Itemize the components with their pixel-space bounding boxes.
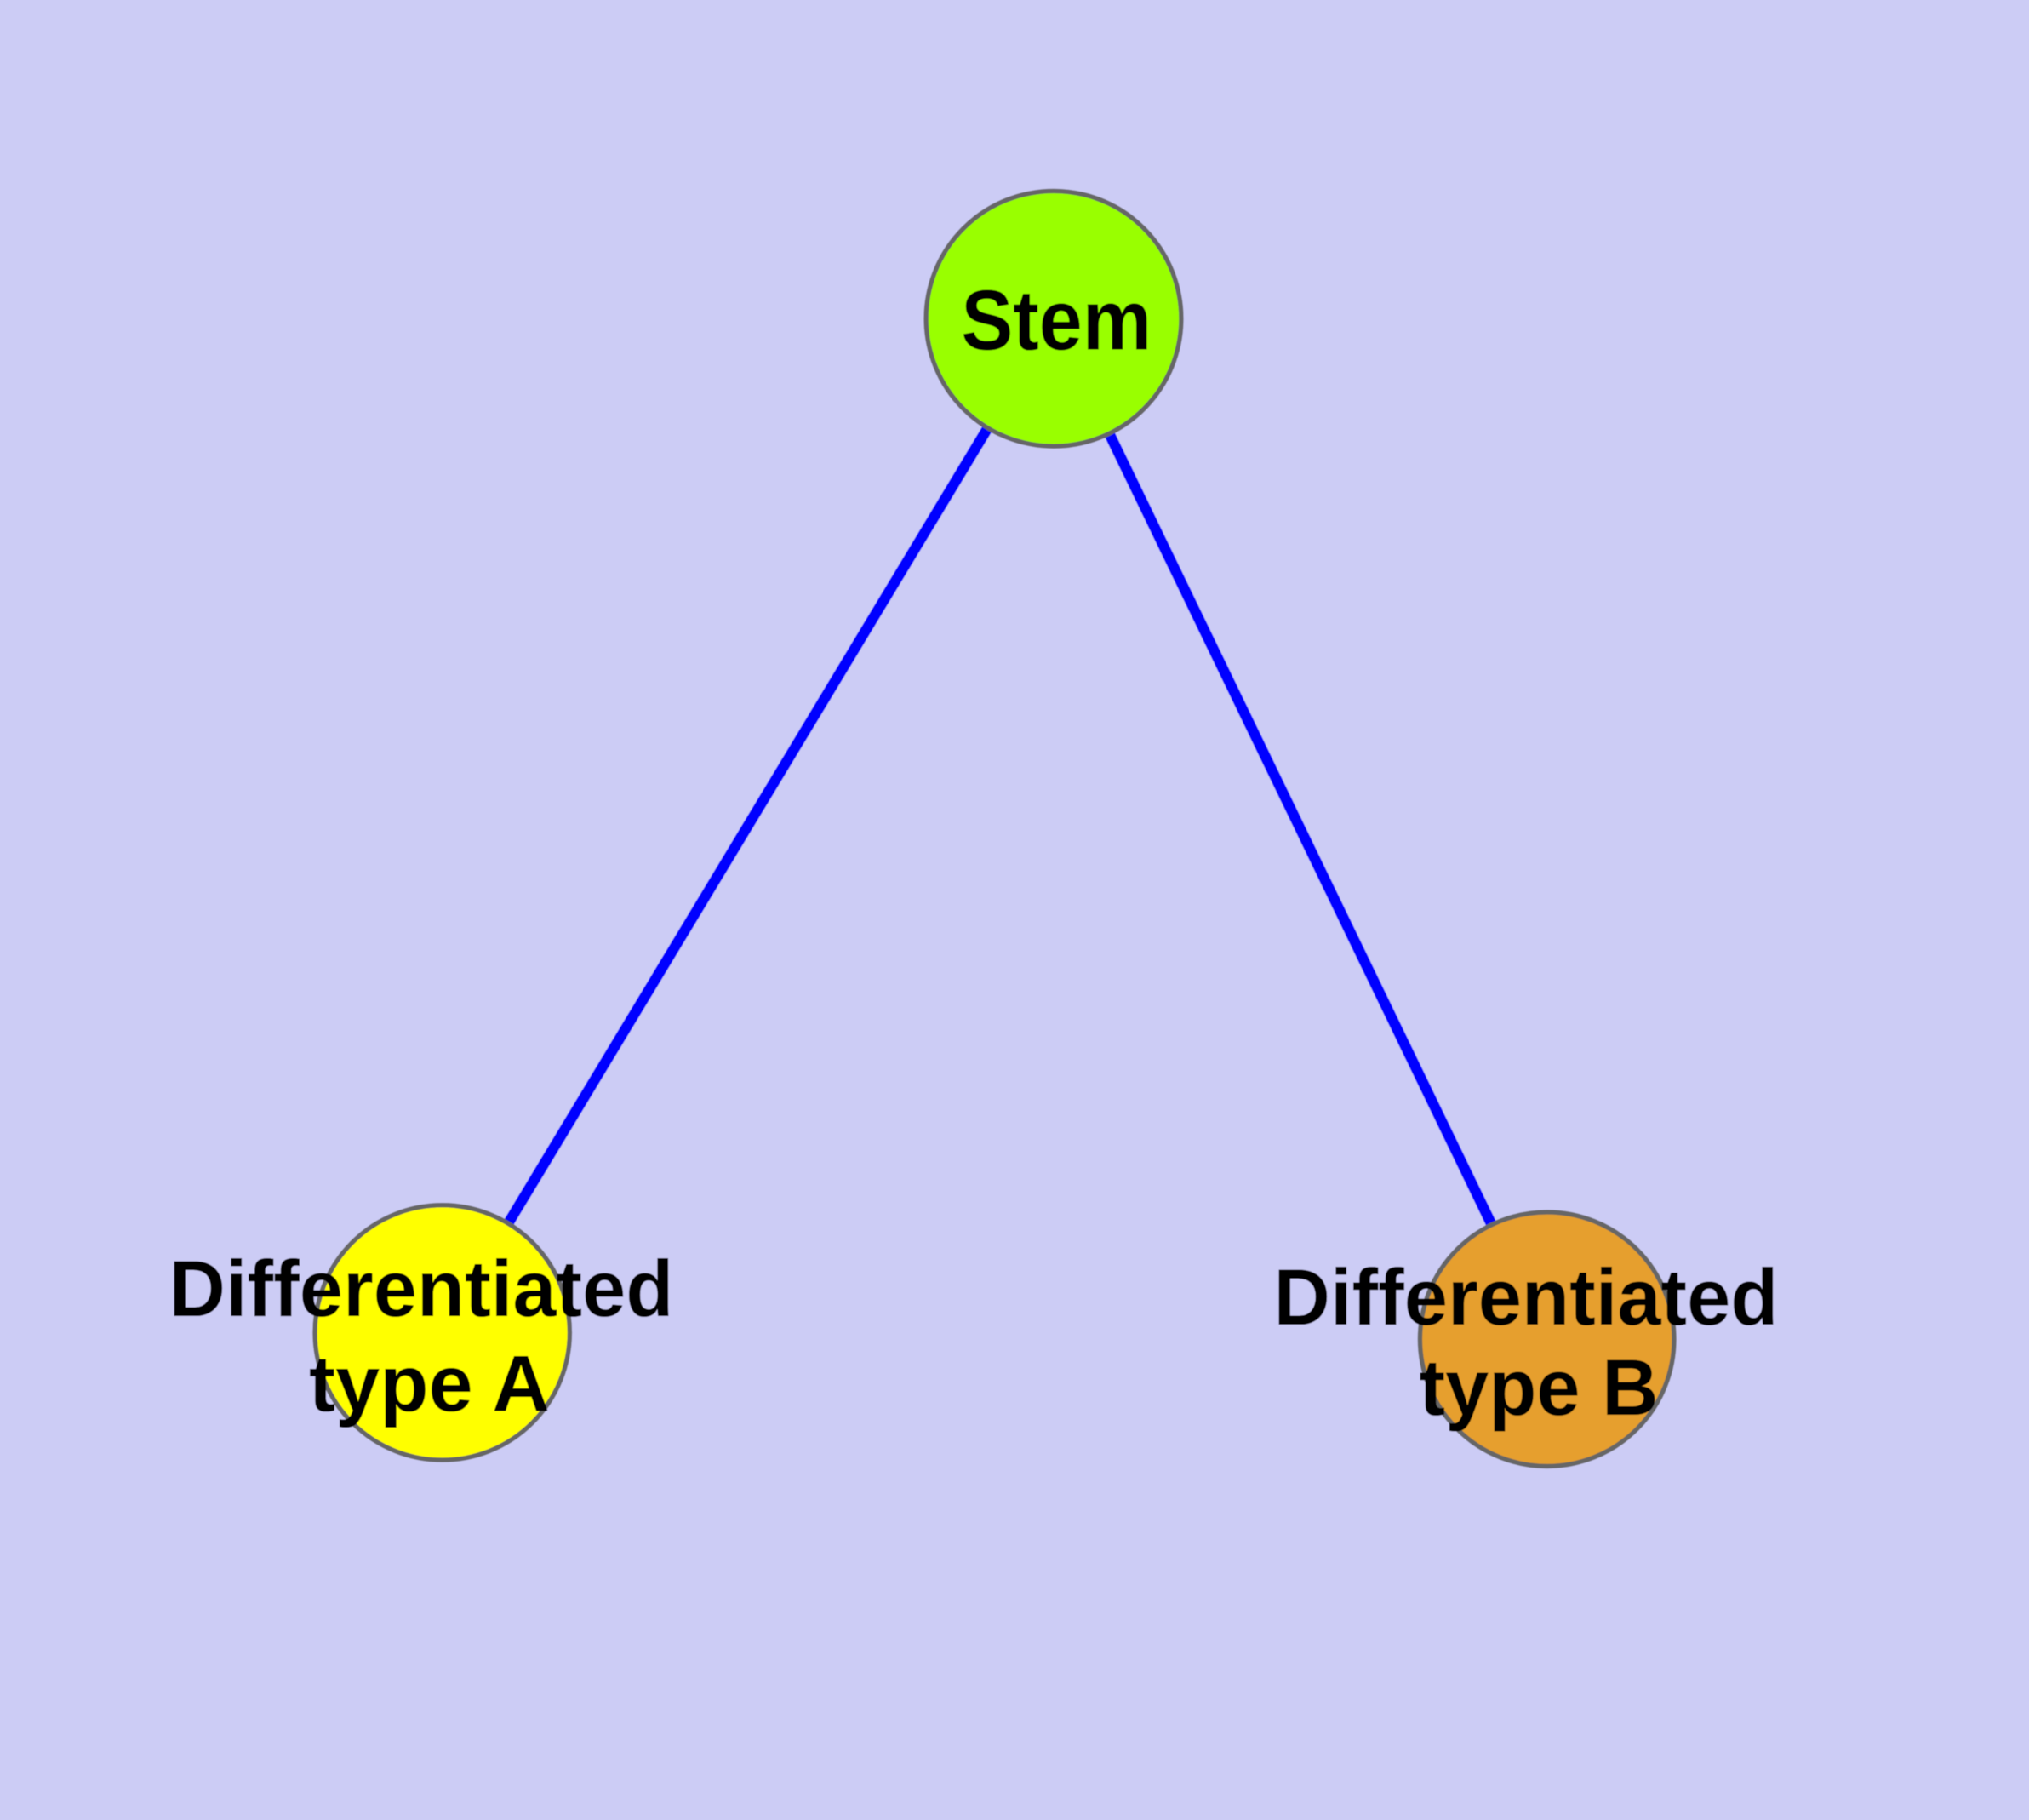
svg-text:Differentiated: Differentiated <box>1274 1252 1779 1342</box>
svg-text:type A: type A <box>309 1339 550 1428</box>
svg-text:type B: type B <box>1420 1342 1659 1432</box>
svg-text:Stem: Stem <box>961 273 1152 369</box>
svg-text:Differentiated: Differentiated <box>169 1244 674 1333</box>
